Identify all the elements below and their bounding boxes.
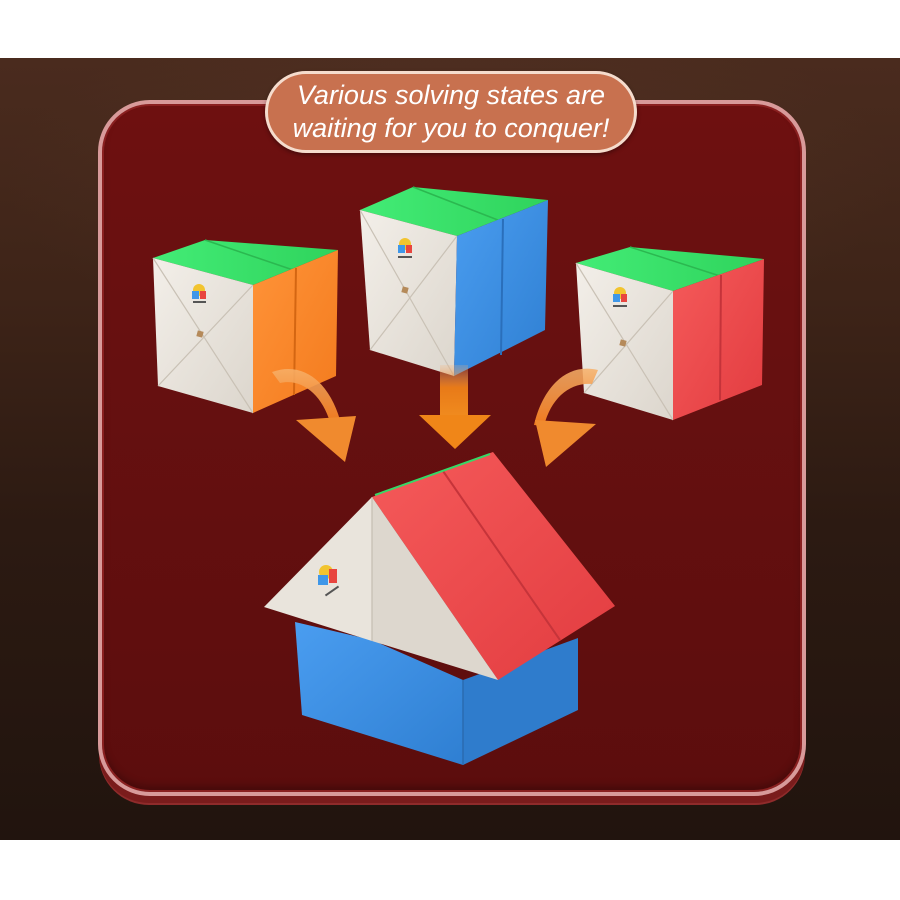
arrow-down-icon: [419, 365, 491, 449]
center-cube: [359, 186, 548, 377]
house-shaped-puzzle: [264, 452, 615, 765]
headline-line-2: waiting for you to conquer!: [292, 113, 610, 143]
arrow-right-curved-icon: [534, 368, 598, 467]
arrow-left-curved-icon: [272, 368, 356, 462]
brand-logo-icon: [398, 238, 412, 258]
brand-logo-icon: [613, 287, 627, 307]
right-cube: [575, 246, 764, 421]
headline-banner: Various solving states are waiting for y…: [265, 71, 637, 153]
brand-logo-icon: [192, 284, 206, 303]
headline-line-1: Various solving states are: [296, 80, 606, 110]
brand-logo-icon: [318, 565, 340, 597]
